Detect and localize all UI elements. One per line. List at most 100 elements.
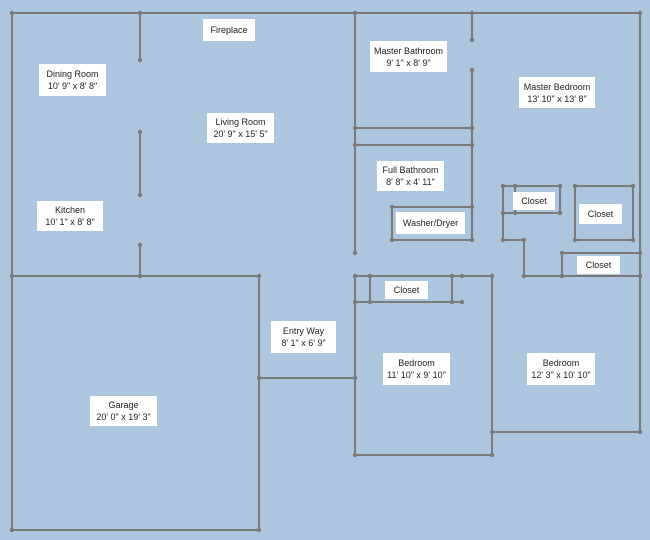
wall-joint — [572, 237, 578, 243]
wall-joint — [352, 452, 358, 458]
wall-joint — [9, 273, 15, 279]
wall-joint — [137, 129, 143, 135]
room-name: Closet — [393, 285, 420, 295]
walls — [11, 12, 641, 531]
room-label-fireplace: Fireplace — [203, 19, 255, 41]
wall-joint — [9, 10, 15, 16]
wall-joint — [367, 273, 373, 279]
wall-joint — [469, 125, 475, 131]
wall-joint — [489, 273, 495, 279]
room-label-bedroom-2: Bedroom 12' 3" x 10' 10" — [527, 353, 595, 385]
room-name: Washer/Dryer — [402, 218, 459, 228]
room-label-closet-2: Closet — [579, 204, 622, 224]
room-size: 8' 1" x 6' 9" — [281, 338, 326, 348]
wall-joint — [137, 273, 143, 279]
room-label-master-bedroom: Master Bedroom 13' 10" x 13' 8" — [519, 77, 595, 108]
wall-joint — [512, 210, 518, 216]
wall-joint — [389, 204, 395, 210]
room-label-kitchen: Kitchen 10' 1" x 8' 8" — [37, 201, 103, 231]
wall-joint — [137, 57, 143, 63]
room-size: 10' 9" x 8' 8" — [47, 81, 98, 91]
wall-joint — [256, 375, 262, 381]
wall-joint — [469, 37, 475, 43]
wall-joint — [469, 10, 475, 16]
wall-joint — [469, 237, 475, 243]
wall-joint — [489, 452, 495, 458]
room-name: Fireplace — [210, 25, 248, 35]
room-label-closet-1: Closet — [513, 192, 555, 210]
wall-joint — [9, 527, 15, 533]
wall-joint — [352, 250, 358, 256]
wall-joint — [557, 183, 563, 189]
room-name: Garage — [108, 400, 139, 410]
room-size: 20' 0" x 19' 3" — [96, 412, 151, 422]
room-label-master-bathroom: Master Bathroom 9' 1" x 8' 9" — [370, 41, 447, 72]
room-label-entry-way: Entry Way 8' 1" x 6' 9" — [271, 321, 336, 353]
wall-joint — [559, 273, 565, 279]
wall-joint — [557, 210, 563, 216]
wall-joint — [352, 10, 358, 16]
room-label-dining-room: Dining Room 10' 9" x 8' 8" — [39, 64, 106, 96]
room-size: 12' 3" x 10' 10" — [531, 370, 591, 380]
wall-joint — [500, 237, 506, 243]
room-name: Dining Room — [46, 69, 99, 79]
room-label-bedroom-1: Bedroom 11' 10" x 9' 10" — [383, 353, 450, 385]
wall-joint — [459, 273, 465, 279]
room-label-full-bathroom: Full Bathroom 8' 8" x 4' 11" — [377, 161, 444, 191]
wall-joint — [367, 299, 373, 305]
wall-joint — [137, 242, 143, 248]
room-name: Closet — [521, 196, 547, 206]
room-size: 13' 10" x 13' 8" — [527, 93, 587, 104]
wall-joint — [572, 183, 578, 189]
wall-joint — [630, 237, 636, 243]
wall-joint — [352, 142, 358, 148]
room-name: Bedroom — [542, 358, 580, 368]
wall-joint — [449, 273, 455, 279]
wall-joint — [500, 183, 506, 189]
wall-joint — [630, 183, 636, 189]
wall-joint — [352, 125, 358, 131]
wall-joint — [500, 210, 506, 216]
room-name: Closet — [587, 209, 614, 219]
wall-joint — [489, 429, 495, 435]
room-size: 9' 1" x 8' 9" — [386, 57, 431, 68]
room-name: Kitchen — [54, 205, 86, 215]
wall-joint — [256, 527, 262, 533]
room-size: 20' 9" x 15' 5" — [213, 129, 268, 139]
wall-joint — [512, 183, 518, 189]
room-size: 11' 10" x 9' 10" — [387, 370, 446, 380]
wall-joint — [521, 237, 527, 243]
room-name: Closet — [585, 260, 612, 270]
room-name: Master Bathroom — [373, 45, 444, 56]
wall-joint — [137, 192, 143, 198]
wall-joint — [389, 237, 395, 243]
wall-joint — [469, 142, 475, 148]
wall-joints — [9, 10, 643, 533]
room-size: 10' 1" x 8' 8" — [45, 217, 95, 227]
wall-joint — [469, 204, 475, 210]
room-label-garage: Garage 20' 0" x 19' 3" — [90, 396, 157, 426]
room-label-washer-dryer: Washer/Dryer — [396, 212, 465, 234]
room-size: 8' 8" x 4' 11" — [386, 177, 435, 187]
room-label-living-room: Living Room 20' 9" x 15' 5" — [207, 113, 274, 143]
wall-joint — [521, 273, 527, 279]
wall-joint — [137, 10, 143, 16]
wall-joint — [352, 299, 358, 305]
wall-joint — [637, 273, 643, 279]
room-label-closet-3: Closet — [577, 256, 620, 274]
room-name: Full Bathroom — [382, 165, 439, 175]
room-label-closet-4: Closet — [385, 281, 428, 299]
wall-joint — [256, 273, 262, 279]
wall-joint — [637, 429, 643, 435]
wall-joint — [637, 10, 643, 16]
wall-joint — [559, 250, 565, 256]
wall-joint — [469, 67, 475, 73]
wall-joint — [637, 250, 643, 256]
room-name: Master Bedroom — [523, 81, 591, 92]
wall-joint — [459, 299, 465, 305]
wall-joint — [449, 299, 455, 305]
room-name: Living Room — [215, 117, 266, 127]
room-name: Entry Way — [282, 326, 325, 336]
room-name: Bedroom — [398, 358, 435, 368]
